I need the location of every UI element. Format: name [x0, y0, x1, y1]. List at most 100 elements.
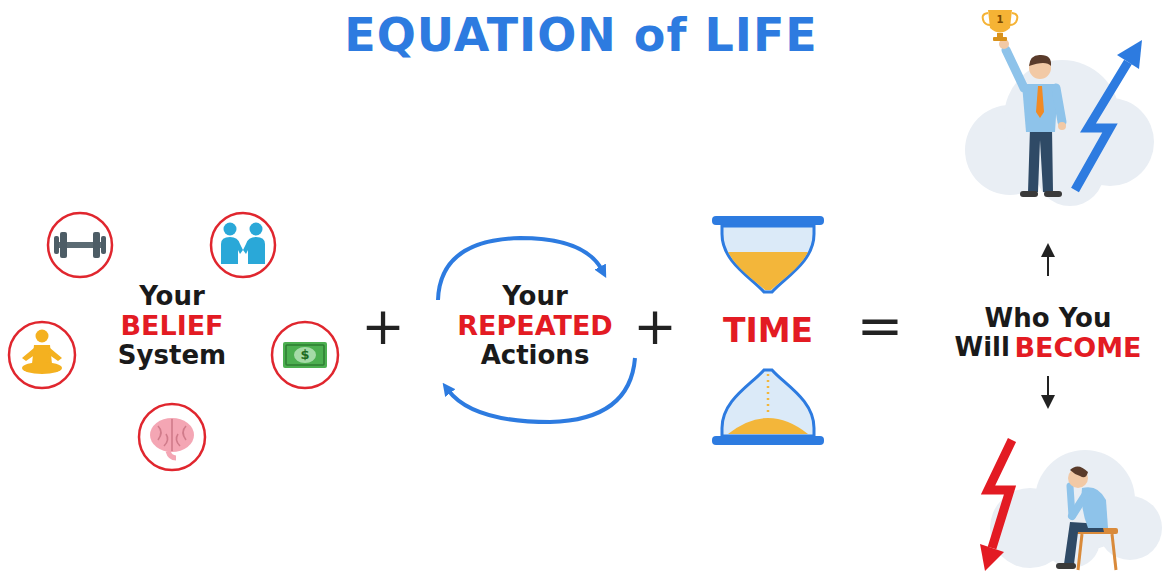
money-icon-part	[272, 322, 338, 388]
text-line: =	[857, 298, 904, 354]
success-figure-part	[1075, 62, 1128, 190]
partnership-icon-part	[211, 213, 275, 277]
meditation-icon	[9, 322, 75, 388]
meditation-icon-part	[22, 362, 62, 374]
brain-icon-part	[158, 419, 186, 451]
partnership-icon-part	[250, 223, 263, 236]
text-line: 1	[997, 14, 1004, 25]
failure-figure-part	[980, 544, 1004, 571]
brain-icon-part	[168, 451, 176, 458]
result-word: Who You	[985, 304, 1112, 333]
success-figure-part	[983, 13, 1018, 25]
text-line: REPEATED	[457, 311, 613, 341]
text-line: System	[118, 341, 226, 370]
meditation-icon-part	[9, 322, 75, 388]
text-line: BELIEF	[118, 311, 226, 341]
term-word: System	[118, 341, 226, 370]
failure-figure	[980, 440, 1162, 571]
term-word: Actions	[481, 341, 590, 370]
success-figure-part	[1056, 88, 1062, 122]
success-figure	[965, 10, 1154, 206]
brain-icon-part	[150, 418, 194, 452]
partnership-icon-part	[243, 237, 265, 264]
term-keyword: TIME	[723, 313, 813, 350]
result-word: Will	[955, 333, 1010, 363]
hourglass-icon	[712, 216, 824, 445]
up-arrow	[1047, 250, 1049, 276]
plus-sign: +	[633, 300, 677, 352]
dumbbell-icon-part	[54, 236, 59, 254]
failure-figure-part	[1064, 522, 1104, 564]
operator: +	[361, 300, 405, 352]
failure-figure-part	[988, 440, 1012, 548]
money-icon	[272, 322, 338, 388]
dumbbell-icon-part	[101, 236, 106, 254]
text-line: Your	[457, 282, 613, 311]
hourglass-icon-part	[722, 370, 814, 436]
meditation-icon-part	[22, 348, 62, 361]
text-line: +	[361, 300, 405, 352]
text-line: WillBECOME	[955, 333, 1142, 363]
brain-icon	[139, 404, 205, 470]
success-figure-part	[1036, 86, 1044, 118]
term-word: Your	[139, 282, 205, 311]
success-figure-part	[1029, 55, 1051, 66]
failure-figure-part	[1070, 486, 1072, 516]
money-icon-part	[283, 342, 327, 368]
time-term: TIME	[723, 313, 813, 350]
text-line: +	[633, 300, 677, 352]
partnership-icon	[211, 213, 275, 277]
currency-symbol: $	[300, 348, 309, 363]
equals-sign: =	[857, 298, 904, 354]
operator: =	[857, 298, 904, 354]
text-line: Actions	[457, 341, 613, 370]
success-figure-part	[1020, 191, 1038, 197]
partnership-icon-part	[224, 223, 237, 236]
hourglass-icon-part	[712, 216, 824, 225]
meditation-icon-part	[36, 330, 49, 343]
trophy-number: 1	[997, 14, 1004, 25]
cycle-arrows	[438, 238, 635, 422]
hourglass-icon-part	[728, 252, 808, 290]
success-figure-part	[993, 37, 1007, 41]
hourglass-icon-part	[767, 374, 770, 414]
success-figure-part	[1058, 122, 1066, 130]
down-arrow	[1047, 376, 1049, 402]
text-line: TIME	[723, 313, 813, 350]
result-term: Who YouWillBECOME	[955, 304, 1142, 363]
text-line: $	[300, 348, 309, 363]
hourglass-icon-part	[712, 436, 824, 445]
success-figure-part	[1117, 40, 1142, 69]
success-figure-part	[1028, 128, 1053, 192]
term-keyword: BELIEF	[120, 311, 223, 341]
term-keyword: REPEATED	[457, 311, 613, 341]
dumbbell-icon-part	[48, 213, 112, 277]
plus-sign: +	[361, 300, 405, 352]
failure-figure-part	[1070, 466, 1088, 477]
title: EQUATION of LIFE	[344, 8, 818, 63]
brain-icon-part	[139, 404, 205, 470]
hourglass-icon-part	[722, 226, 814, 292]
dumbbell-icon-part	[93, 232, 100, 258]
money-icon-part	[294, 347, 316, 363]
trophy-mark: 1	[997, 14, 1004, 25]
money-icon-part	[286, 345, 324, 365]
hourglass-icon-part	[728, 418, 808, 434]
failure-figure-part	[1078, 534, 1082, 570]
dumbbell-icon	[48, 213, 112, 277]
term-word: Your	[502, 282, 568, 311]
failure-figure-part	[1056, 563, 1076, 569]
dumbbell-icon-part	[60, 232, 67, 258]
text-line: Who You	[955, 304, 1142, 333]
success-figure-part	[1044, 191, 1062, 197]
success-figure-part	[988, 10, 1012, 33]
actions-term: YourREPEATEDActions	[457, 282, 613, 370]
belief-term: YourBELIEFSystem	[118, 282, 226, 370]
success-figure-part	[1006, 50, 1024, 88]
result-keyword: BECOME	[1014, 333, 1141, 363]
bill-mark: $	[300, 348, 309, 363]
partnership-icon-part	[221, 237, 243, 264]
text-line: Your	[118, 282, 226, 311]
operator: +	[633, 300, 677, 352]
